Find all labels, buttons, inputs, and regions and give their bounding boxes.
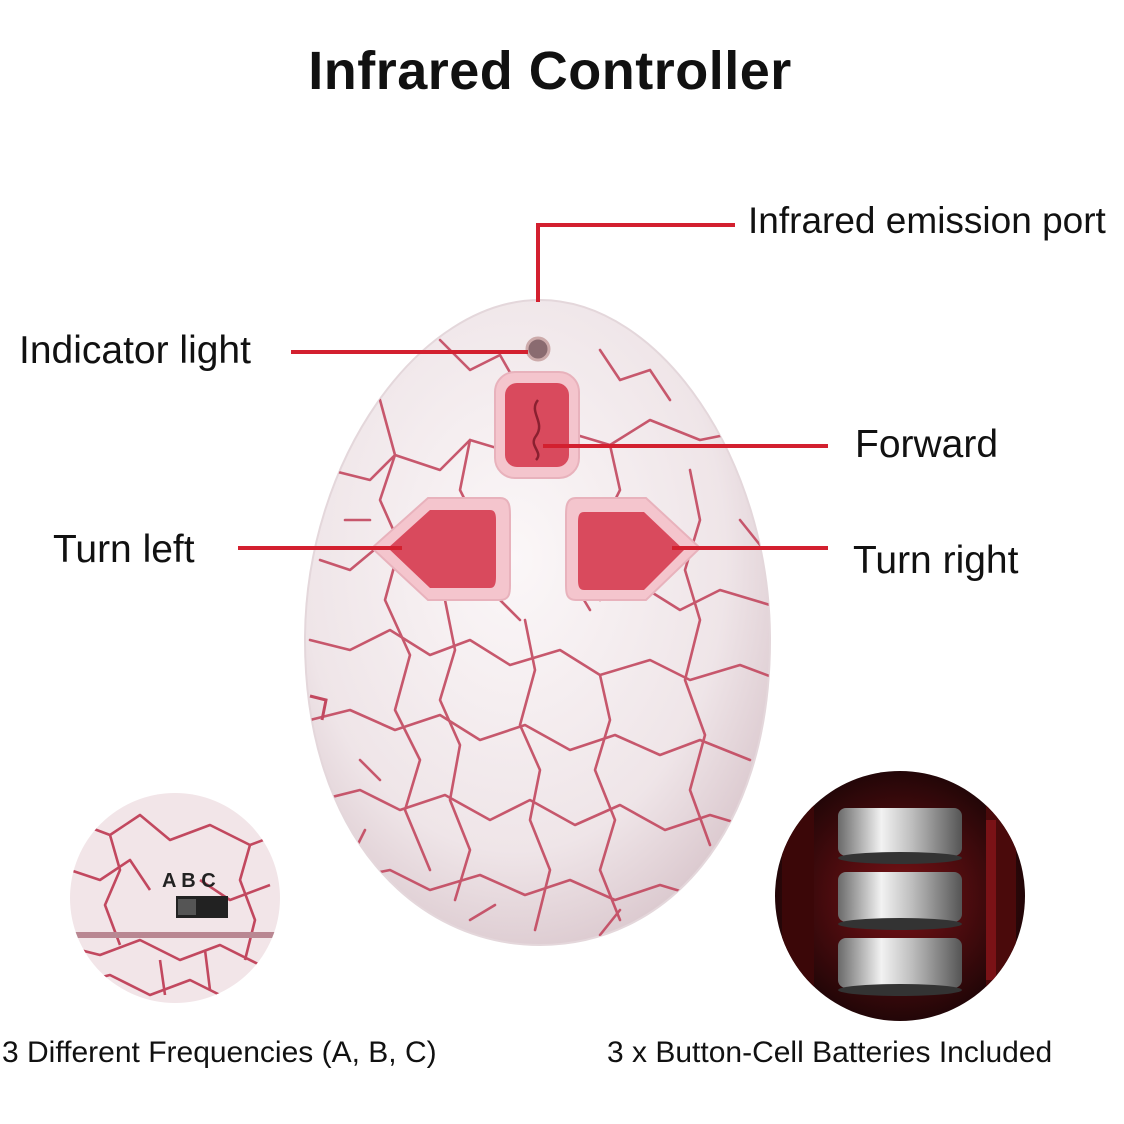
turn-left-button[interactable] — [370, 497, 511, 601]
turn-right-button[interactable] — [565, 497, 702, 601]
caption-batteries: 3 x Button-Cell Batteries Included — [607, 1036, 1053, 1069]
indicator-light-lens — [525, 336, 551, 362]
forward-button[interactable] — [494, 371, 580, 479]
label-infrared-emission-port: Infrared emission port — [748, 200, 1106, 241]
switch-abc-label: A B C — [162, 870, 216, 892]
page-title: Infrared Controller — [308, 41, 792, 101]
button-cell-1 — [838, 808, 962, 864]
label-turn-left: Turn left — [53, 528, 195, 571]
egg-controller — [303, 298, 772, 947]
side-switch-hint — [309, 694, 328, 721]
battery-inset — [775, 771, 1025, 1021]
button-cell-3 — [838, 938, 962, 996]
label-turn-right: Turn right — [853, 539, 1019, 582]
leader-lines — [238, 223, 828, 550]
label-forward: Forward — [855, 423, 999, 466]
caption-frequencies: 3 Different Frequencies (A, B, C) — [2, 1036, 437, 1069]
button-cell-2 — [838, 872, 962, 930]
label-indicator-light: Indicator light — [19, 329, 251, 372]
frequency-switch-inset: A B C — [70, 793, 280, 1003]
leader-emission-port — [536, 223, 735, 302]
